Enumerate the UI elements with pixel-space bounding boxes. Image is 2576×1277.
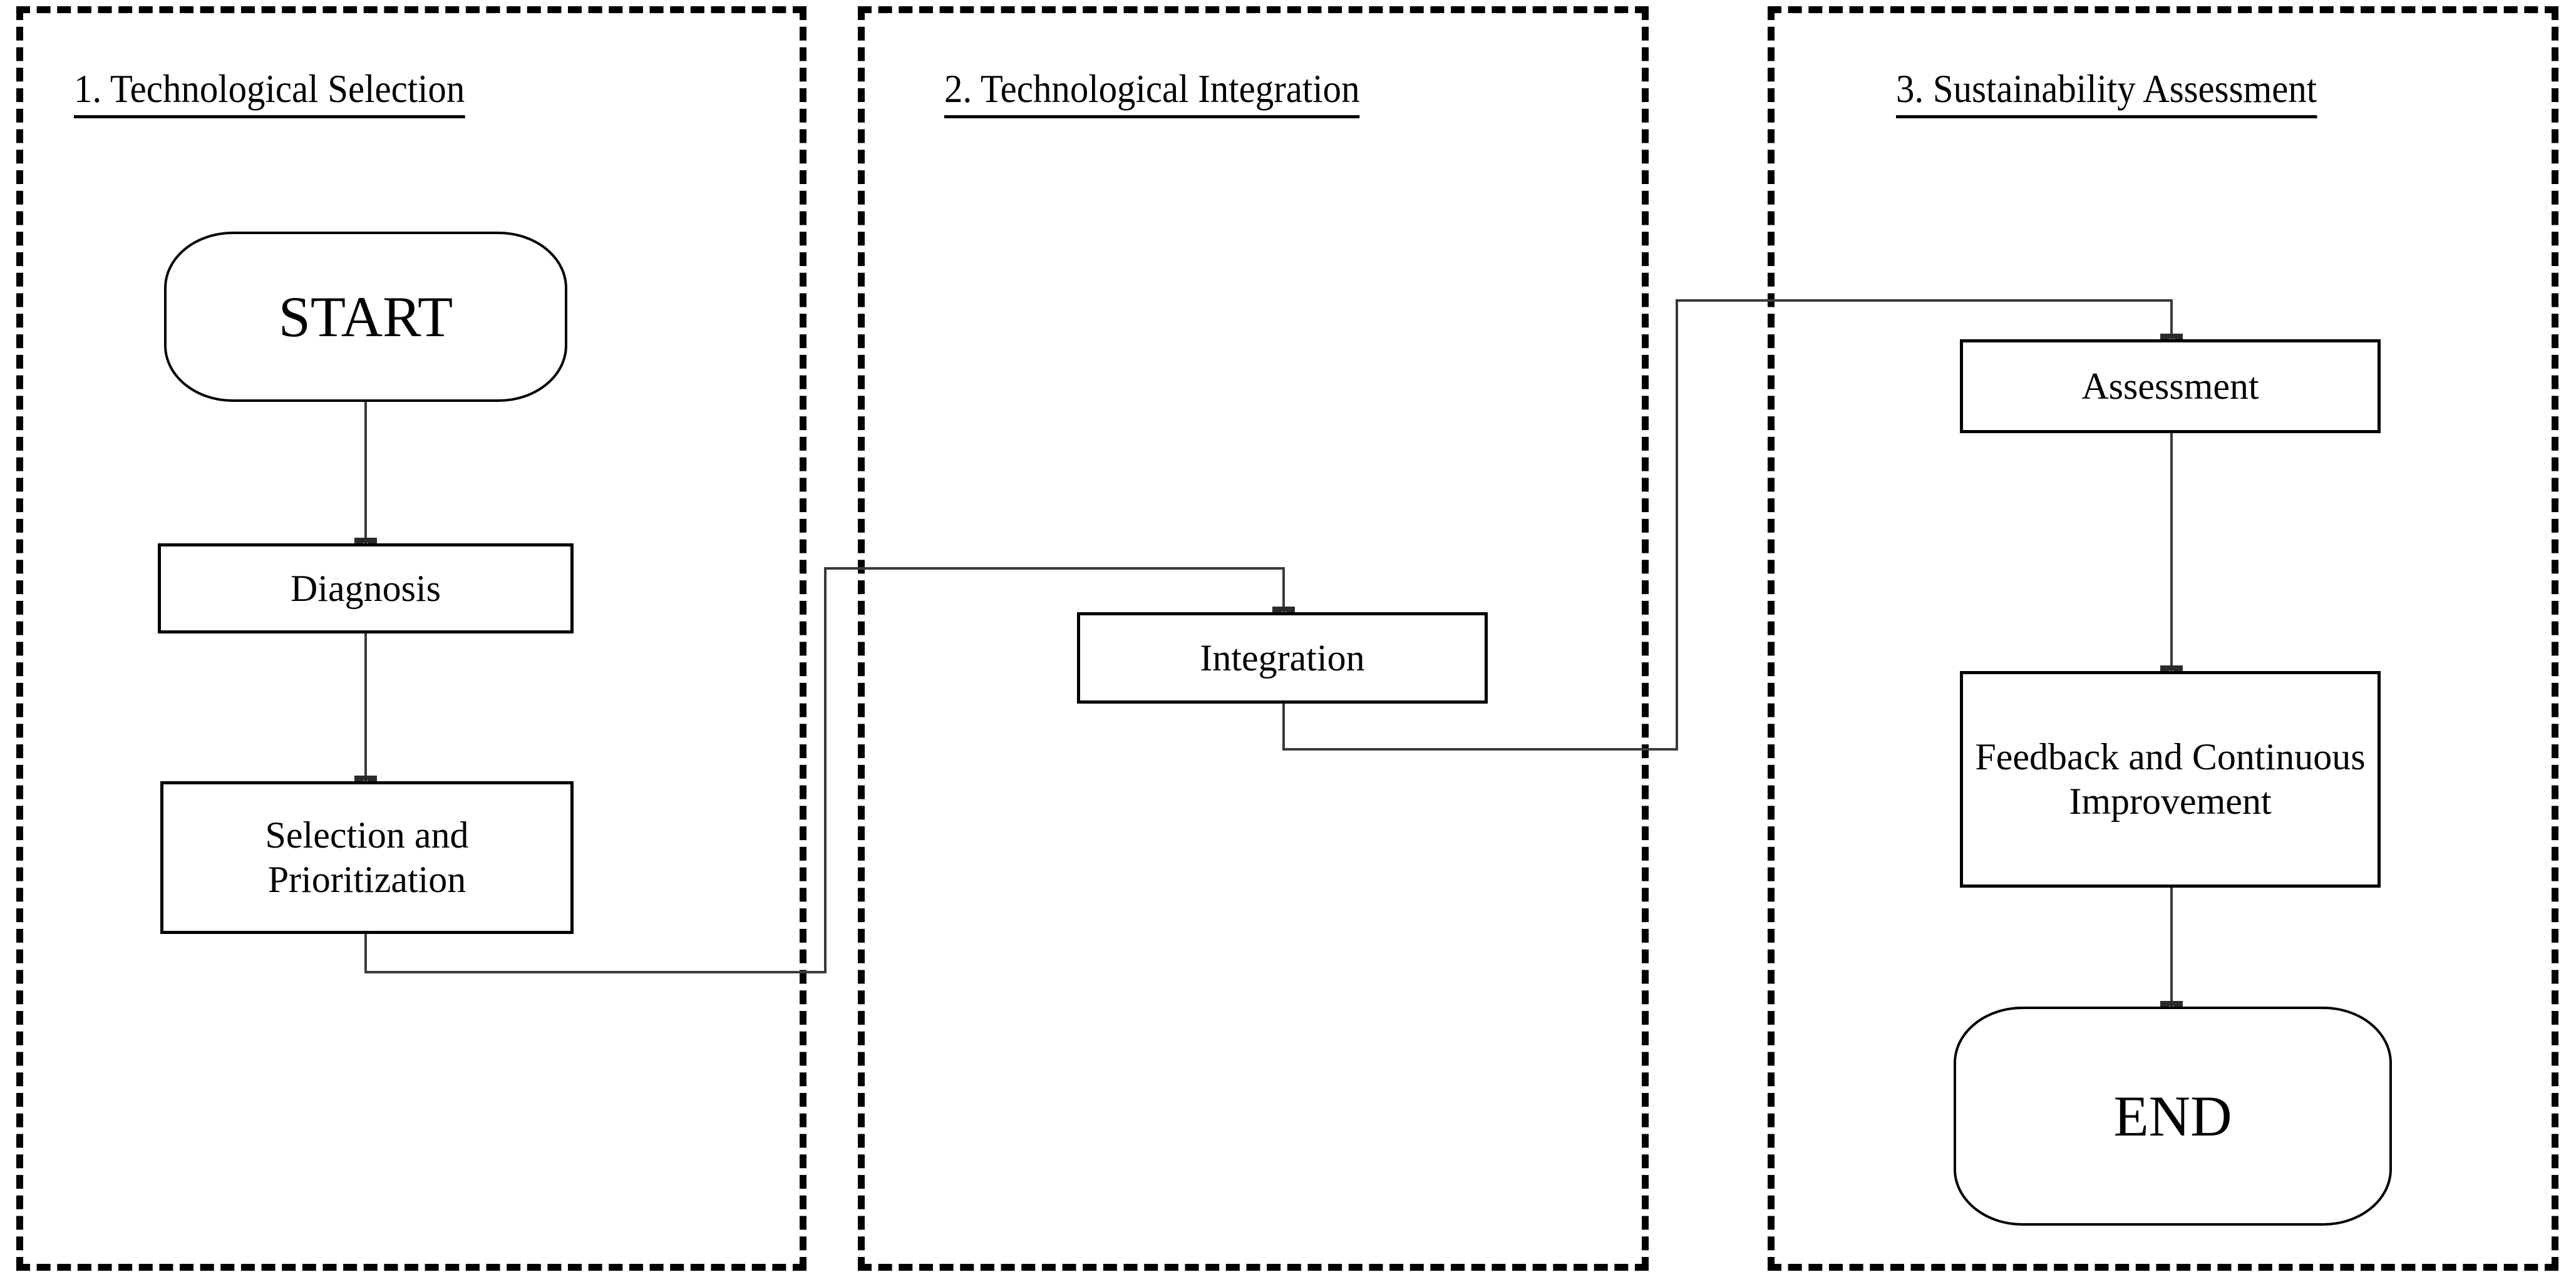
panel-1-title: 1. Technological Selection: [74, 69, 465, 118]
node-selection-and-prioritization[interactable]: Selection and Prioritization: [160, 781, 574, 934]
node-end-label: END: [2113, 1084, 2232, 1148]
panel-technological-selection: [16, 6, 806, 1271]
node-diagnosis[interactable]: Diagnosis: [158, 543, 574, 633]
node-assessment[interactable]: Assessment: [1960, 339, 2381, 433]
node-start[interactable]: START: [164, 232, 567, 402]
panel-3-title: 3. Sustainability Assessment: [1896, 69, 2317, 118]
node-selection-label: Selection and Prioritization: [265, 814, 469, 900]
node-feedback-continuous-improvement[interactable]: Feedback and Continuous Improvement: [1960, 671, 2381, 888]
node-start-label: START: [278, 285, 453, 349]
node-end[interactable]: END: [1954, 1007, 2392, 1226]
node-integration-label: Integration: [1200, 637, 1365, 679]
panel-2-title: 2. Technological Integration: [944, 69, 1360, 118]
node-assessment-label: Assessment: [2081, 365, 2259, 407]
node-feedback-label: Feedback and Continuous Improvement: [1975, 736, 2366, 822]
node-diagnosis-label: Diagnosis: [291, 567, 441, 609]
node-integration[interactable]: Integration: [1077, 612, 1488, 704]
